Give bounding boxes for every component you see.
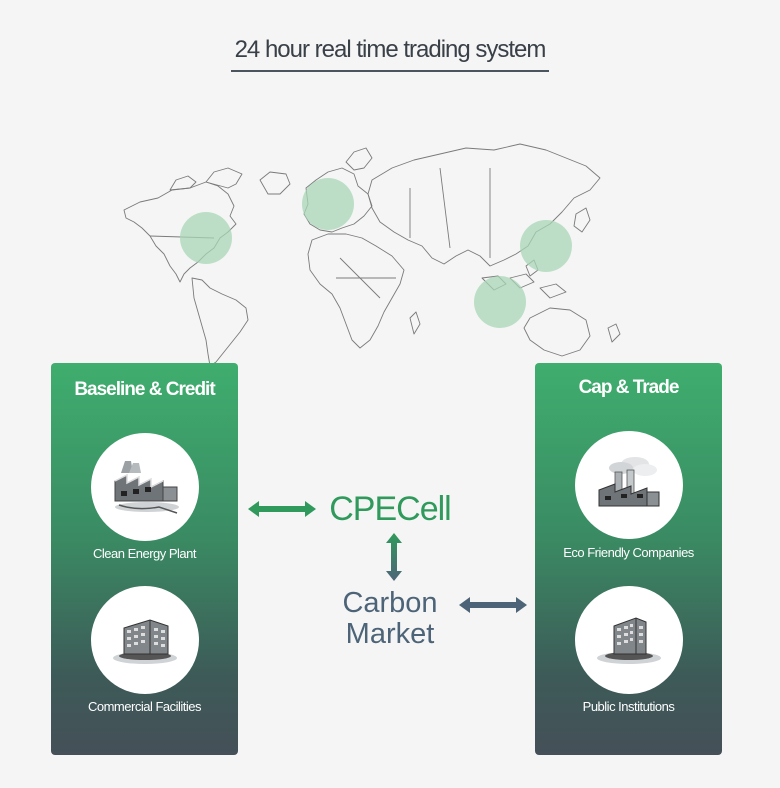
building-icon bbox=[113, 619, 177, 664]
map-highlight-north-america bbox=[180, 212, 232, 264]
map-highlight-east-asia bbox=[520, 220, 572, 272]
carbon-market-label: Carbon Market bbox=[320, 588, 460, 650]
smokestack-icon bbox=[598, 457, 660, 507]
map-highlight-southeast-asia bbox=[474, 276, 526, 328]
carbon-market-line2: Market bbox=[345, 618, 435, 650]
commercial-facilities-circle bbox=[91, 586, 199, 694]
clean-energy-plant-label: Clean Energy Plant bbox=[92, 546, 197, 561]
right-panel: Cap & Trade Eco Friendly Companies bbox=[535, 363, 722, 755]
right-panel-title: Cap & Trade bbox=[578, 377, 680, 398]
map-australia bbox=[523, 307, 591, 357]
public-institutions-circle bbox=[575, 586, 683, 694]
carbon-market-line1: Carbon bbox=[342, 587, 438, 619]
eco-friendly-companies-label: Eco Friendly Companies bbox=[563, 545, 694, 560]
cpecell-label: CPECell bbox=[329, 490, 451, 528]
left-panel: Baseline & Credit Clean Energy Plant bbox=[51, 363, 238, 755]
world-map bbox=[123, 143, 621, 367]
map-africa bbox=[307, 233, 405, 349]
right-double-arrow-icon bbox=[459, 597, 527, 613]
building-icon bbox=[597, 617, 661, 664]
page-title-wrap: 24 hour real time trading system bbox=[0, 36, 780, 72]
factory-icon bbox=[114, 461, 179, 514]
public-institutions-label: Public Institutions bbox=[582, 699, 675, 714]
commercial-facilities-label: Commercial Facilities bbox=[87, 699, 202, 714]
eco-friendly-companies-circle bbox=[575, 431, 683, 539]
map-south-america bbox=[191, 277, 249, 367]
left-panel-title: Baseline & Credit bbox=[74, 379, 215, 400]
vertical-double-arrow-icon bbox=[386, 533, 402, 581]
page-title: 24 hour real time trading system bbox=[230, 36, 550, 72]
map-europe bbox=[303, 167, 373, 233]
clean-energy-plant-circle bbox=[91, 433, 199, 541]
map-highlight-europe bbox=[302, 178, 354, 230]
left-double-arrow-icon bbox=[248, 501, 316, 517]
